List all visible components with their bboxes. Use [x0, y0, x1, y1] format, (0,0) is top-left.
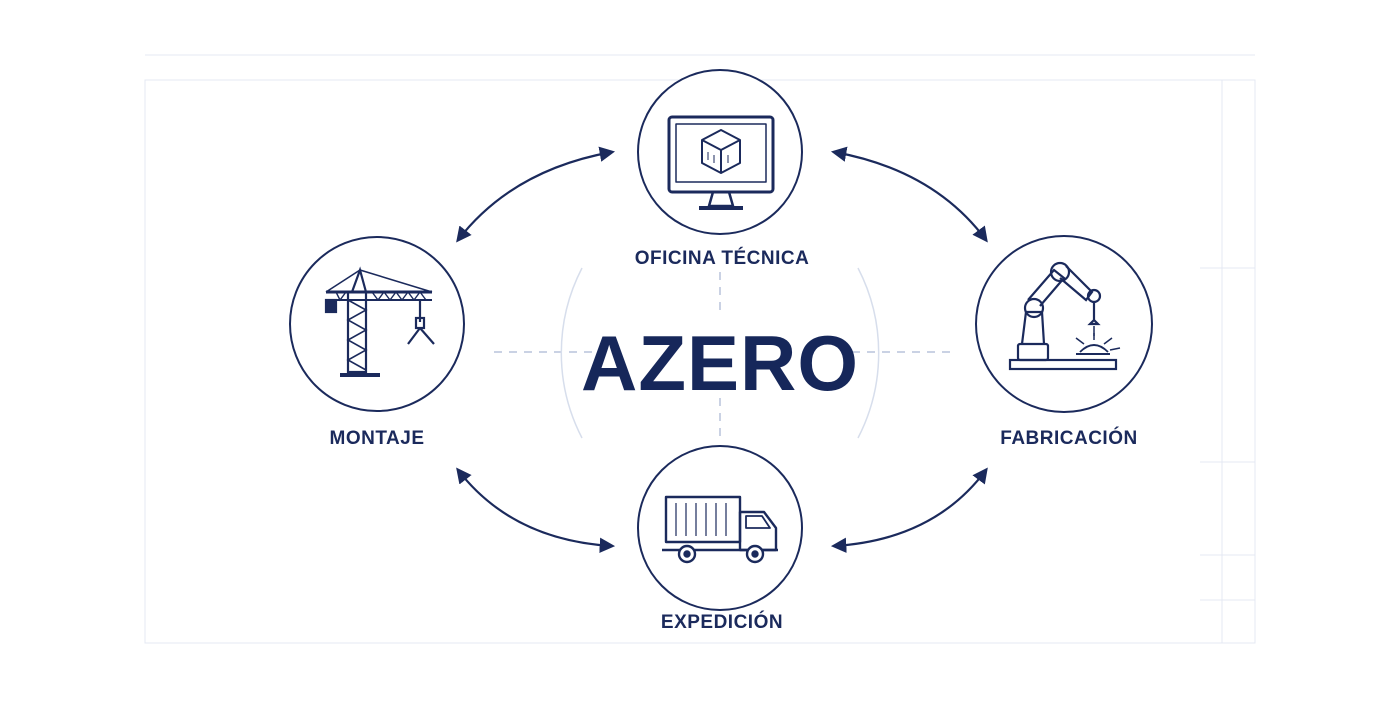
cycle-arrows — [456, 146, 988, 553]
arrow-expedicion-montaje — [456, 467, 616, 553]
arrow-fabricacion-expedicion — [830, 467, 988, 553]
node-circle-bottom — [637, 445, 803, 611]
computer-monitor-cube-icon — [667, 115, 775, 210]
center-guides — [494, 267, 950, 439]
tower-crane-icon — [324, 266, 435, 377]
arrow-oficina-fabricacion — [830, 146, 988, 243]
label-expedicion: EXPEDICIÓN — [660, 612, 784, 633]
label-oficina-tecnica: OFICINA TÉCNICA — [634, 248, 810, 269]
label-fabricacion: FABRICACIÓN — [1000, 428, 1138, 449]
center-title: AZERO — [581, 319, 859, 407]
delivery-truck-icon — [662, 495, 778, 564]
node-circle-right — [975, 235, 1153, 413]
arrow-montaje-oficina — [456, 146, 616, 243]
node-circle-left — [289, 236, 465, 412]
robotic-arm-welding-icon — [1008, 261, 1121, 371]
label-montaje: MONTAJE — [329, 428, 425, 449]
